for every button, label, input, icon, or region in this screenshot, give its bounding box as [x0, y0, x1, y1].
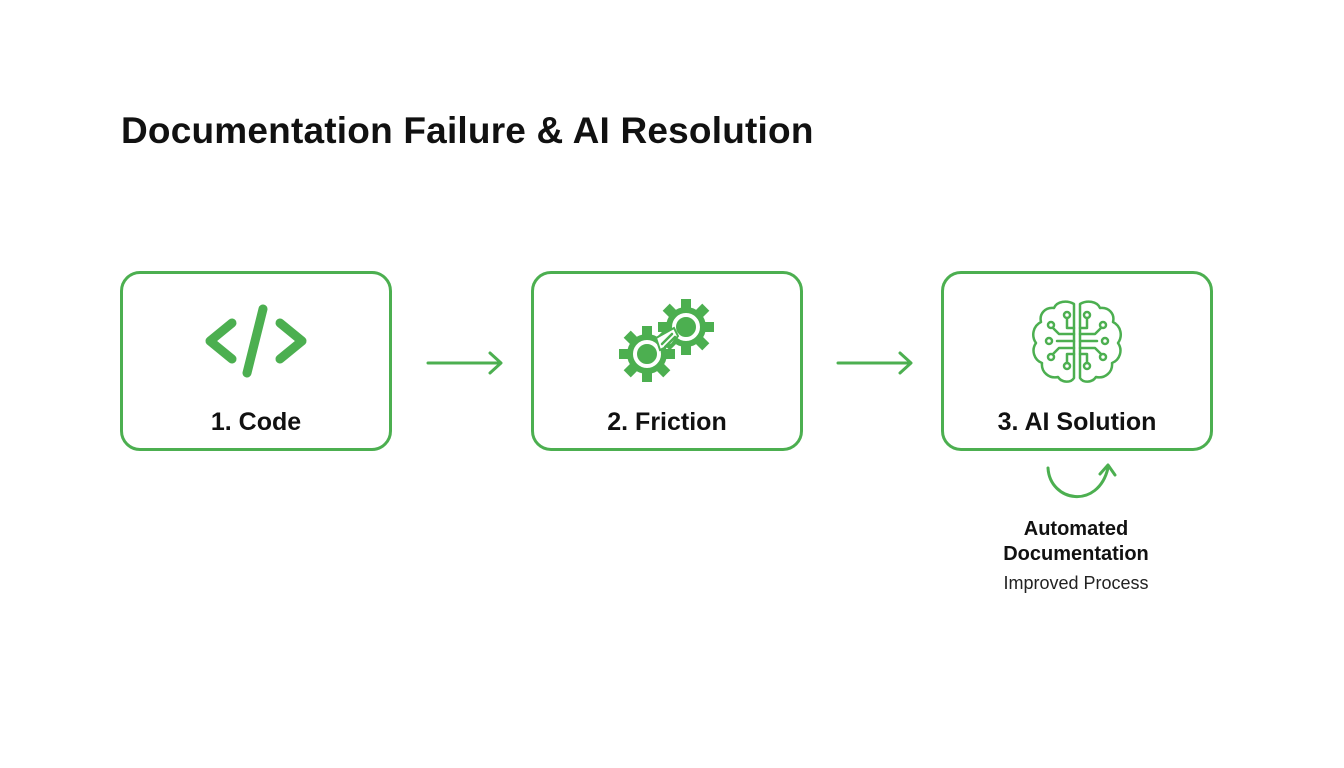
- outcome-title: Automated Documentation: [960, 517, 1192, 567]
- step-label: 3. AI Solution: [997, 408, 1157, 436]
- arrow-right-icon: [426, 350, 506, 376]
- step-label: 2. Friction: [607, 408, 727, 436]
- gears-friction-icon: [534, 296, 800, 386]
- code-brackets-icon: [123, 296, 389, 386]
- arrow-right-icon: [836, 350, 916, 376]
- step-label: 1. Code: [210, 408, 302, 436]
- diagram-title: Documentation Failure & AI Resolution: [121, 110, 814, 151]
- outcome-subtitle: Improved Process: [1003, 573, 1149, 593]
- outcome-title-line2: Documentation: [1003, 543, 1149, 565]
- step-card-code: 1. Code: [120, 271, 392, 451]
- step-card-ai-solution: 3. AI Solution: [941, 271, 1213, 451]
- cycle-arrow-icon: [1040, 458, 1120, 506]
- step-card-friction: 2. Friction: [531, 271, 803, 451]
- outcome-title-line1: Automated: [1023, 518, 1129, 540]
- ai-brain-icon: [944, 296, 1210, 386]
